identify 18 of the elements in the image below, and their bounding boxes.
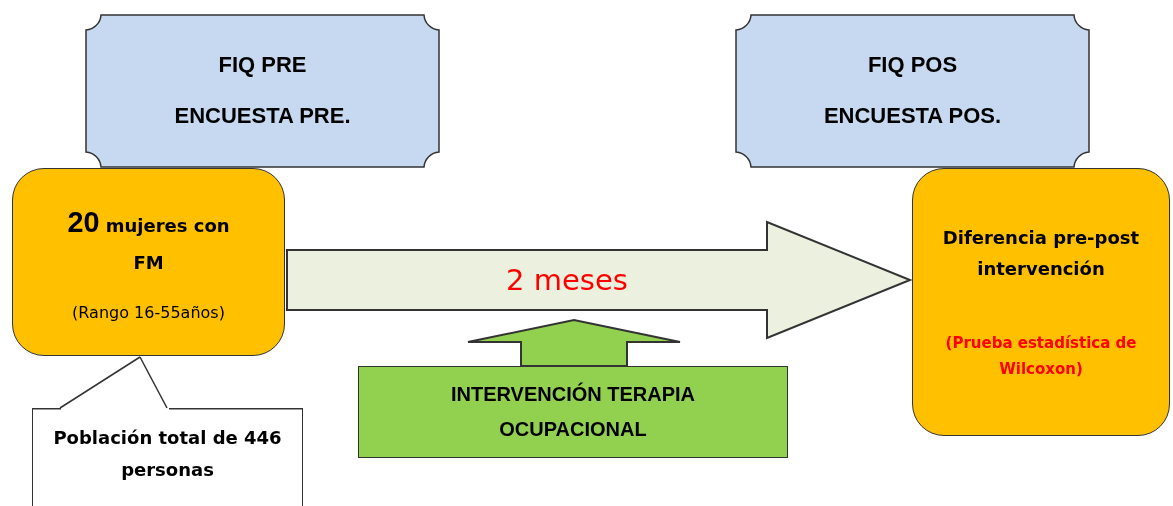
block-arrow bbox=[467, 318, 681, 367]
node-text: Diferencia pre-post intervención bbox=[941, 225, 1141, 282]
rounded-box bbox=[912, 168, 1170, 436]
node-text: INTERVENCIÓN TERAPIA OCUPACIONAL bbox=[449, 381, 697, 442]
node-text: (Prueba estadística de Wilcoxon) bbox=[944, 332, 1138, 380]
node-text: 20 mujeres con FM bbox=[66, 205, 231, 276]
plaque-box bbox=[85, 14, 440, 168]
rounded-box bbox=[12, 168, 285, 356]
node-text: FIQ POS bbox=[867, 51, 958, 80]
process-box bbox=[358, 366, 788, 458]
node-text: FIQ PRE bbox=[218, 51, 307, 80]
node-text: ENCUESTA POS. bbox=[823, 102, 1002, 131]
plaque-box bbox=[735, 14, 1090, 168]
node-text: ENCUESTA PRE. bbox=[174, 102, 351, 131]
node-text: (Rango 16-55años) bbox=[72, 301, 225, 324]
callout-tail bbox=[59, 356, 168, 409]
callout-box bbox=[32, 408, 303, 506]
node-text: Población total de 446 personas bbox=[52, 426, 283, 482]
